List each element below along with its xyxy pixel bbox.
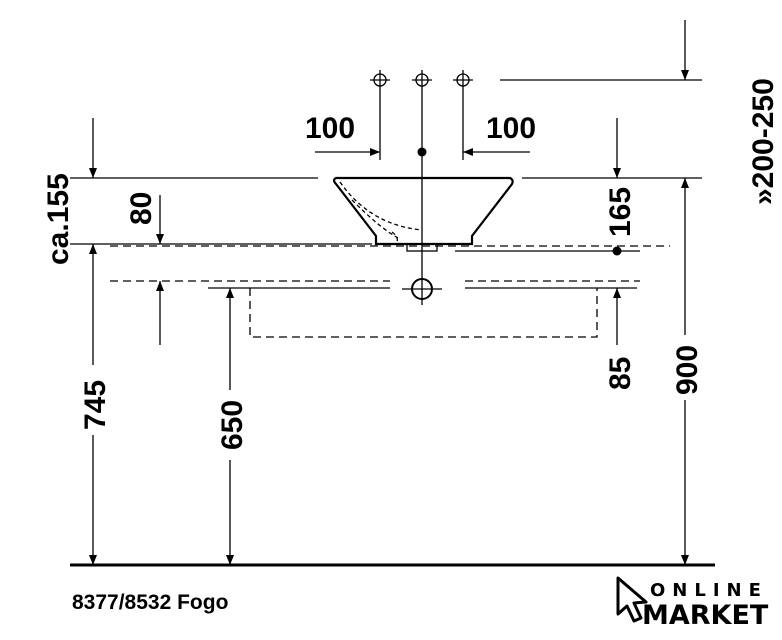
label-80: 80: [125, 192, 158, 225]
label-165: 165: [604, 187, 637, 237]
label-900: 900: [671, 345, 704, 395]
label-100-right: 100: [486, 112, 536, 145]
drawer-outline: [249, 288, 598, 338]
label-ca155: ca.155: [42, 173, 75, 265]
dim-dot-center: [417, 147, 427, 157]
tap-hole-right: [453, 70, 473, 160]
tap-hole-left: [370, 70, 390, 160]
product-title: 8377/8532 Fogo: [72, 591, 228, 614]
label-200-250: »200-250: [747, 78, 780, 205]
basin-outline: [332, 176, 514, 246]
dim-dot-drain: [612, 246, 622, 256]
label-745: 745: [79, 380, 112, 430]
cursor-icon: [616, 576, 648, 623]
label-100-left: 100: [305, 112, 355, 145]
label-85: 85: [604, 357, 637, 390]
label-650: 650: [216, 400, 249, 450]
online-market-logo: ONLINE MARKET: [616, 576, 769, 631]
svg-text:MARKET: MARKET: [642, 600, 769, 631]
svg-text:ONLINE: ONLINE: [650, 580, 768, 601]
drain-fitting: [406, 243, 438, 252]
tap-hole-center: [412, 73, 432, 87]
